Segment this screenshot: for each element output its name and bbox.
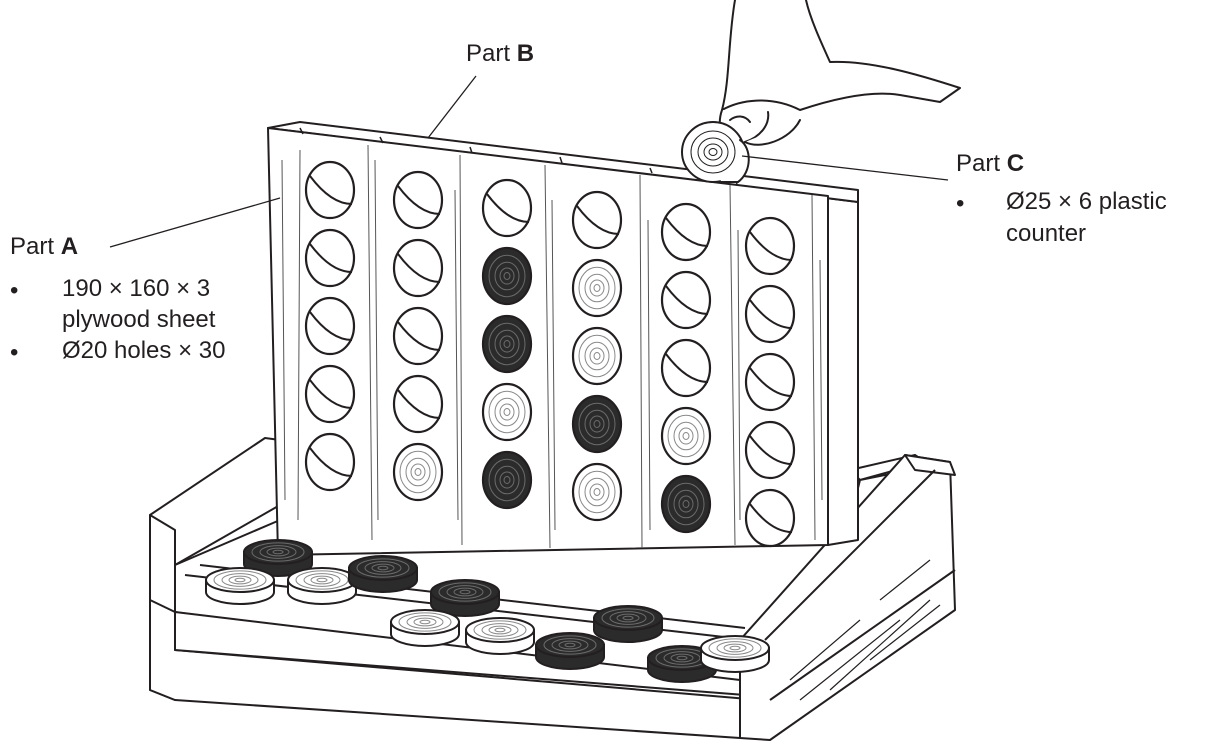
- board-hole: [392, 306, 444, 366]
- leader-lines: [109, 75, 949, 248]
- part-b-prefix: Part: [466, 40, 517, 67]
- leader-line-b: [427, 75, 477, 139]
- board-hole: [392, 238, 444, 298]
- tray: [149, 437, 956, 741]
- board-hole: [744, 352, 796, 412]
- board-counter-dark: [481, 450, 533, 510]
- part-b-label: Part B: [466, 40, 534, 68]
- part-a-prefix: Part: [10, 233, 61, 260]
- part-a-spec-2: plywood sheet: [62, 306, 216, 333]
- board-hole: [392, 374, 444, 434]
- board-hole: [744, 488, 796, 548]
- tray-counters: [205, 539, 770, 683]
- part-c-letter: C: [1006, 150, 1025, 177]
- tray-counter-dark: [593, 605, 663, 643]
- part-c-label: Part C: [956, 150, 1024, 178]
- board-counter-light: [571, 462, 623, 522]
- part-c-spec-2: counter: [1006, 220, 1087, 247]
- tray-counter-light: [700, 635, 770, 673]
- part-a-spec-3: Ø20 holes × 30: [62, 337, 226, 364]
- tray-counter-dark: [535, 632, 605, 670]
- board-holes: [304, 160, 796, 548]
- board-hole: [392, 170, 444, 230]
- board-hole: [660, 270, 712, 330]
- board-hole: [571, 190, 623, 250]
- part-a-label: Part A: [10, 233, 78, 261]
- board-hole: [481, 178, 533, 238]
- board-hole: [304, 160, 356, 220]
- tray-counter-light: [390, 609, 460, 647]
- board-hole: [304, 364, 356, 424]
- bullet-c-1: •: [956, 190, 965, 217]
- hand-with-counter: [681, 0, 961, 183]
- board-hole: [304, 228, 356, 288]
- part-c-spec-1: Ø25 × 6 plastic: [1006, 188, 1167, 215]
- tray-counter-light: [205, 567, 275, 605]
- board-counter-dark: [481, 314, 533, 374]
- board-hole: [304, 296, 356, 356]
- tray-counter-dark: [647, 645, 717, 683]
- bullet-a-1: •: [10, 277, 19, 304]
- leader-line-a: [109, 197, 281, 248]
- board-counter-light: [571, 258, 623, 318]
- board-hole: [744, 284, 796, 344]
- tray-counter-dark: [348, 555, 418, 593]
- tray-counter-dark: [430, 579, 500, 617]
- board-counter-light: [481, 382, 533, 442]
- board-counter-light: [392, 442, 444, 502]
- tray-counter-light: [287, 567, 357, 605]
- board-counter-light: [660, 406, 712, 466]
- tray-counter-light: [465, 617, 535, 655]
- board-counter-dark: [660, 474, 712, 534]
- part-a-spec-1: 190 × 160 × 3: [62, 275, 211, 302]
- bullet-a-2: •: [10, 339, 19, 366]
- board-counter-light: [571, 326, 623, 386]
- board-hole: [660, 338, 712, 398]
- board-counter-dark: [481, 246, 533, 306]
- board-hole: [744, 420, 796, 480]
- board-hole: [304, 432, 356, 492]
- leader-line-c: [741, 155, 949, 181]
- part-b-letter: B: [516, 40, 535, 67]
- part-a-letter: A: [60, 233, 79, 260]
- board-hole: [660, 202, 712, 262]
- board-hole: [744, 216, 796, 276]
- board-counter-dark: [571, 394, 623, 454]
- part-c-prefix: Part: [956, 150, 1007, 177]
